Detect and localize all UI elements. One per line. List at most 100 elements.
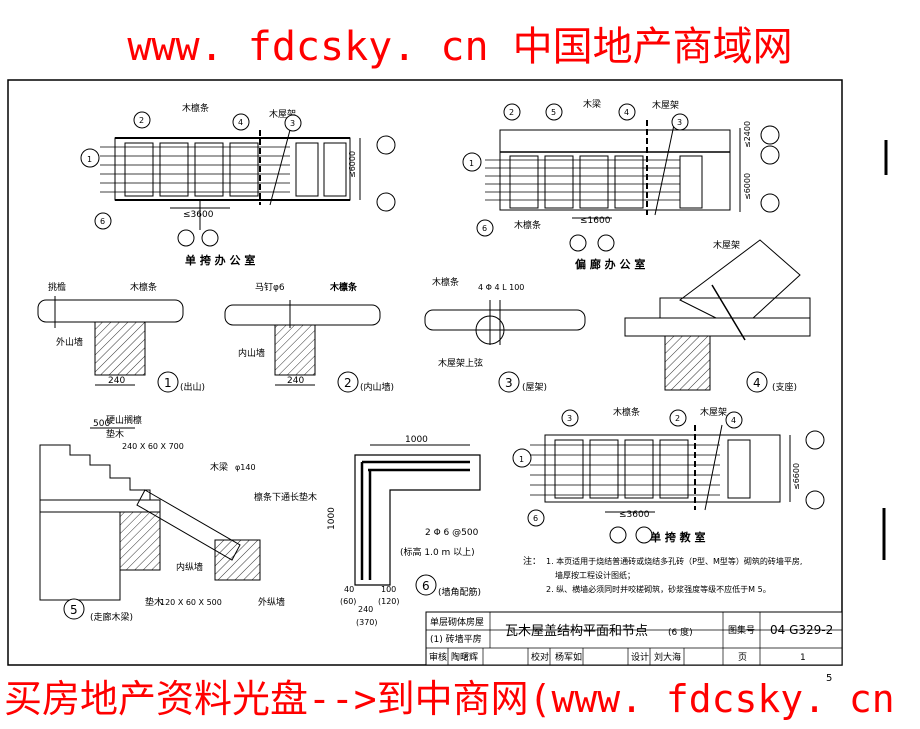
svg-text:(370): (370) — [356, 618, 378, 627]
svg-text:3: 3 — [505, 376, 513, 390]
svg-text:240: 240 — [287, 376, 304, 386]
svg-text:120 X 60 X 500: 120 X 60 X 500 — [160, 598, 222, 607]
svg-text:单 挎 办 公 室: 单 挎 办 公 室 — [185, 253, 255, 267]
svg-text:(屋架): (屋架) — [522, 382, 547, 393]
svg-text:6: 6 — [100, 217, 105, 226]
svg-text:1. 本页适用于烧结普通砖或烧结多孔砖（P型、M型等）砌筑的: 1. 本页适用于烧结普通砖或烧结多孔砖（P型、M型等）砌筑的砖墙平房, — [546, 556, 802, 566]
svg-text:240 X 60 X 700: 240 X 60 X 700 — [122, 442, 184, 451]
svg-text:2. 纵、横墙必须同时并咬槎砌筑，砂浆强度等级不应低于M 5: 2. 纵、横墙必须同时并咬槎砌筑，砂浆强度等级不应低于M 5。 — [546, 584, 771, 594]
svg-text:100: 100 — [381, 585, 396, 594]
svg-text:木檩条: 木檩条 — [329, 281, 358, 293]
svg-text:设计: 设计 — [631, 651, 649, 663]
svg-text:≤6000: ≤6000 — [743, 173, 752, 200]
svg-text:2 Φ 6 @500: 2 Φ 6 @500 — [425, 528, 479, 538]
svg-text:1000: 1000 — [405, 435, 428, 445]
svg-text:瓦木屋盖结构平面和节点: 瓦木屋盖结构平面和节点 — [505, 624, 648, 639]
svg-text:木檩条: 木檩条 — [182, 102, 209, 114]
svg-text:陶曙辉: 陶曙辉 — [451, 651, 478, 663]
general-notes: 注： 1. 本页适用于烧结普通砖或烧结多孔砖（P型、M型等）砌筑的砖墙平房, 墙… — [523, 555, 802, 594]
svg-text:4 Φ 4 L 100: 4 Φ 4 L 100 — [478, 283, 524, 292]
svg-text:240: 240 — [108, 376, 125, 386]
detail-1-gable: 240 挑檐 木檩条 外山墙 1 (出山) — [37, 281, 205, 393]
svg-text:6: 6 — [422, 579, 430, 593]
svg-text:杨军如: 杨军如 — [555, 651, 582, 663]
svg-text:3: 3 — [290, 119, 295, 128]
svg-text:(1) 砖墙平房: (1) 砖墙平房 — [430, 633, 482, 645]
svg-text:(标高 1.0 m 以上): (标高 1.0 m 以上) — [400, 546, 475, 558]
svg-text:(120): (120) — [378, 597, 400, 606]
svg-text:1: 1 — [164, 376, 172, 390]
svg-text:5: 5 — [551, 108, 556, 117]
svg-text:2: 2 — [139, 116, 144, 125]
svg-text:6: 6 — [482, 224, 487, 233]
svg-text:单层砌体房屋: 单层砌体房屋 — [430, 616, 484, 628]
svg-text:木屋架: 木屋架 — [713, 239, 740, 251]
svg-text:垫木: 垫木 — [106, 428, 124, 440]
svg-text:6: 6 — [533, 514, 538, 523]
svg-text:500: 500 — [93, 419, 110, 429]
svg-text:1: 1 — [87, 155, 92, 164]
watermark-banner-top: www. fdcsky. cn 中国地产商域网 — [127, 24, 793, 70]
svg-text:(内山墙): (内山墙) — [360, 381, 394, 393]
svg-text:(走廊木梁): (走廊木梁) — [90, 611, 133, 623]
svg-text:墙厚按工程设计图纸；: 墙厚按工程设计图纸； — [555, 570, 635, 580]
svg-text:≤1600: ≤1600 — [580, 216, 611, 226]
svg-text:木屋架上弦: 木屋架上弦 — [438, 357, 483, 369]
svg-text:单 挎 教 室: 单 挎 教 室 — [650, 530, 706, 544]
svg-text:≤3600: ≤3600 — [619, 510, 650, 520]
svg-text:2: 2 — [509, 108, 514, 117]
svg-text:240: 240 — [358, 605, 373, 614]
plan-single-office: ≤6000 ≤3600 木檩条 木屋架 单 挎 办 公 室 — [100, 102, 396, 267]
svg-text:1: 1 — [469, 159, 474, 168]
svg-text:木檩条: 木檩条 — [514, 219, 541, 231]
detail-5-corridor-beam: 500 硬山搁檩 垫木 240 X 60 X 700 木梁 φ140 檩条下通长… — [39, 414, 317, 623]
plan-corridor-office: ≤2400 ≤6000 ≤1600 木梁 木屋架 木檩条 偏 廊 办 公 室 — [485, 98, 780, 271]
svg-text:校对: 校对 — [531, 651, 549, 663]
svg-text:木梁: 木梁 — [583, 98, 601, 110]
page-number-mark: 5 — [826, 673, 832, 684]
svg-text:偏 廊 办 公 室: 偏 廊 办 公 室 — [575, 257, 645, 271]
svg-text:刘大海: 刘大海 — [654, 651, 681, 663]
svg-text:硬山搁檩: 硬山搁檩 — [106, 414, 142, 426]
svg-text:木檩条: 木檩条 — [613, 406, 640, 418]
svg-text:≤2400: ≤2400 — [743, 121, 752, 148]
svg-text:挑檐: 挑檐 — [48, 281, 66, 293]
svg-text:木檩条: 木檩条 — [432, 276, 459, 288]
svg-text:1000: 1000 — [327, 507, 337, 530]
detail-2-inner-gable: 240 马钉φ6 木檩条 内山墙 2 (内山墙) — [224, 281, 394, 393]
svg-text:4: 4 — [624, 108, 629, 117]
plan-callouts: 1 2 4 3 6 1 6 2 5 4 3 — [80, 103, 689, 237]
svg-text:页: 页 — [738, 652, 747, 663]
svg-text:40: 40 — [344, 585, 354, 594]
svg-text:3: 3 — [677, 118, 682, 127]
plan-classroom: ≤6600 ≤3600 木檩条 木屋架 单 挎 教 室 1 6 3 2 4 — [512, 406, 825, 544]
svg-text:檩条下通长垫木: 檩条下通长垫木 — [254, 491, 317, 503]
svg-text:4: 4 — [238, 118, 243, 127]
svg-text:木檩条: 木檩条 — [130, 281, 157, 293]
title-block: 单层砌体房屋 (1) 砖墙平房 瓦木屋盖结构平面和节点 (6 度) 图集号 04… — [425, 611, 843, 666]
svg-text:(出山): (出山) — [180, 381, 205, 393]
detail-6-corner-rebar: 1000 1000 2 Φ 6 @500 (标高 1.0 m 以上) 40 (6… — [327, 435, 481, 627]
svg-text:外纵墙: 外纵墙 — [258, 596, 285, 608]
svg-text:图集号: 图集号 — [728, 624, 755, 636]
svg-text:4: 4 — [731, 416, 736, 425]
svg-text:木屋架: 木屋架 — [652, 99, 679, 111]
svg-text:注：: 注： — [523, 555, 541, 567]
svg-text:马钉φ6: 马钉φ6 — [255, 282, 285, 293]
detail-3-truss: 木檩条 4 Φ 4 L 100 木屋架上弦 3 (屋架) — [424, 276, 586, 393]
svg-text:1: 1 — [800, 653, 806, 663]
svg-text:(60): (60) — [340, 597, 356, 606]
svg-text:内山墙: 内山墙 — [238, 347, 265, 359]
svg-text:(墙角配筋): (墙角配筋) — [438, 586, 481, 598]
svg-text:1: 1 — [519, 455, 524, 464]
svg-text:外山墙: 外山墙 — [56, 336, 83, 348]
svg-text:3: 3 — [567, 414, 572, 423]
svg-text:φ140: φ140 — [235, 463, 256, 472]
svg-text:4: 4 — [753, 376, 761, 390]
svg-text:≤6600: ≤6600 — [792, 463, 801, 490]
svg-text:垫木: 垫木 — [145, 596, 163, 608]
detail-4-support: 木屋架 4 (支座) — [624, 239, 811, 393]
watermark-banner-bottom: 买房地产资料光盘-->到中商网(www. fdcsky. cn — [4, 677, 895, 721]
svg-text:(支座): (支座) — [772, 381, 797, 393]
